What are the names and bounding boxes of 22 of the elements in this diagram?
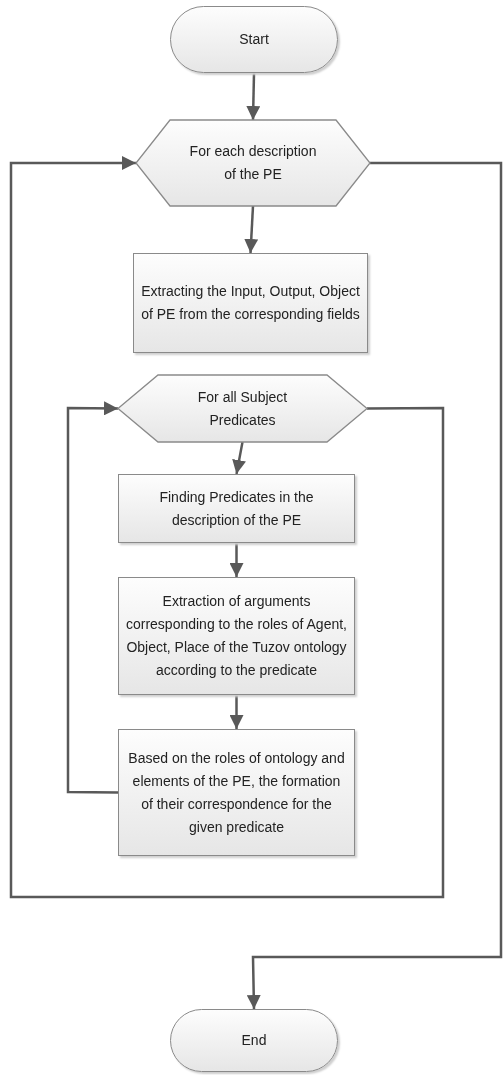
step-label: For all Subject Predicates (196, 387, 289, 430)
step-label: For each description of the PE (188, 142, 318, 184)
arrow (246, 72, 261, 121)
arrow (244, 205, 259, 254)
step-label: Start (239, 30, 269, 49)
step-label: Finding Predicates in the description of the PE (158, 487, 315, 530)
arrow (229, 543, 244, 577)
process-box (118, 577, 355, 695)
arrow (246, 161, 503, 1010)
arrow (66, 401, 118, 794)
arrow (229, 695, 244, 729)
arrow (232, 441, 246, 475)
process-box (118, 729, 355, 856)
step-label: Based on the roles of ontology and elements of the PE, the formation of their correspondence for the given predicate (127, 748, 346, 837)
arrow (9, 156, 445, 899)
process-box (118, 474, 355, 543)
step-label: Extracting the Input, Output, Object of PE from the corresponding fields (140, 282, 361, 324)
process-box (133, 253, 368, 353)
step-label: Extraction of arguments corresponding to the roles of Agent, Object, Place of the Tuzov ontology according to the predicate (124, 592, 348, 680)
terminal-shape (170, 6, 338, 73)
terminal-shape (170, 1009, 338, 1072)
step-label: End (241, 1031, 267, 1050)
